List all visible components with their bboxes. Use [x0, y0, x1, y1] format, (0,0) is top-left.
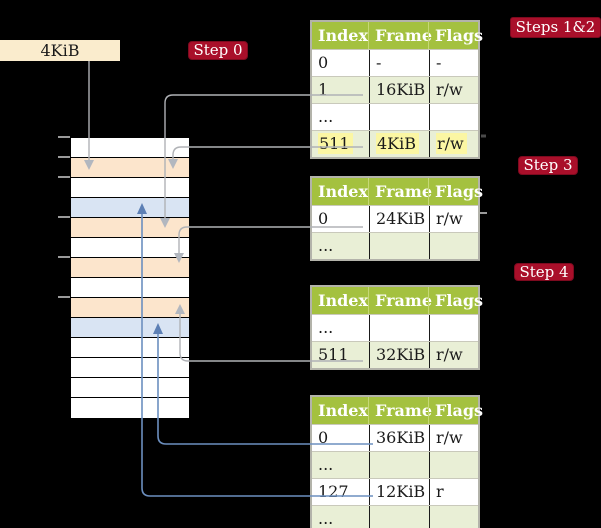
cell-frame: 36KiB: [369, 425, 429, 451]
table-header-row: Index Frame Flags: [312, 178, 483, 205]
table-header-row: Index Frame Flags: [312, 22, 483, 49]
memory-row-3: [71, 198, 189, 218]
column-header-index: Index: [318, 401, 369, 420]
table-row: ...: [312, 314, 478, 341]
cell-index: ...: [318, 318, 334, 337]
table-row: ...: [312, 232, 478, 259]
cell-index: ...: [318, 107, 334, 126]
cell-frame: -: [369, 50, 429, 76]
memory-row-0: [71, 138, 189, 158]
cell-index: 127: [318, 482, 349, 501]
cell-index: ...: [318, 236, 334, 255]
cell-frame: [369, 452, 429, 478]
table-row: ...: [312, 451, 478, 478]
cell-frame: 16KiB: [369, 77, 429, 103]
cell-index: ...: [318, 509, 334, 528]
column-header-index: Index: [318, 182, 369, 201]
column-header-frame: Frame: [368, 397, 432, 424]
column-header-flags: Flags: [428, 397, 483, 424]
frame-size-label-box: 4KiB: [0, 40, 120, 61]
memory-tick: [58, 216, 70, 218]
memory-row-2: [71, 178, 189, 198]
cell-frame: [369, 506, 429, 528]
memory-tick: [58, 256, 70, 258]
memory-row-13: [71, 398, 189, 418]
column-header-flags: Flags: [428, 287, 483, 314]
badge-step-4: Step 4: [514, 263, 574, 281]
memory-row-8: [71, 298, 189, 318]
column-header-index: Index: [318, 26, 369, 45]
column-header-flags: Flags: [428, 178, 483, 205]
memory-row-5: [71, 238, 189, 258]
table-header-row: Index Frame Flags: [312, 397, 483, 424]
memory-column: [70, 137, 190, 418]
memory-row-1: [71, 158, 189, 178]
cell-index: 0: [318, 428, 329, 447]
table-row: 1 16KiB r/w: [312, 76, 478, 103]
memory-row-11: [71, 358, 189, 378]
column-header-frame: Frame: [368, 22, 432, 49]
cell-index: 511: [318, 345, 349, 364]
column-header-frame: Frame: [368, 178, 432, 205]
cell-flags: r/w: [429, 206, 478, 232]
cell-flags: r: [429, 479, 478, 505]
table-row-highlighted: 511 4KiB r/w: [312, 130, 478, 157]
cell-flags: r/w: [429, 342, 478, 368]
cell-flags: r/w: [429, 131, 478, 157]
memory-tick: [58, 176, 70, 178]
memory-row-9: [71, 318, 189, 338]
cell-flags: -: [429, 50, 478, 76]
memory-row-7: [71, 278, 189, 298]
cell-frame: [369, 104, 429, 130]
page-table-step-3: Index Frame Flags 0 24KiB r/w ...: [310, 176, 483, 261]
table-row: 511 32KiB r/w: [312, 341, 478, 368]
memory-row-12: [71, 378, 189, 398]
cell-frame: 32KiB: [369, 342, 429, 368]
cell-flags: [429, 506, 478, 528]
page-table-final: Index Frame Flags 0 36KiB r/w ... 127 12…: [310, 395, 483, 528]
column-header-index: Index: [318, 291, 369, 310]
cell-index: 0: [318, 209, 329, 228]
cell-frame: 12KiB: [369, 479, 429, 505]
badge-steps-1-2: Steps 1&2: [510, 17, 601, 38]
table-row: 0 24KiB r/w: [312, 205, 478, 232]
column-header-flags: Flags: [428, 22, 483, 49]
memory-tick: [58, 296, 70, 298]
badge-step-0: Step 0: [188, 41, 248, 60]
cell-flags: [429, 104, 478, 130]
cell-flags: r/w: [429, 425, 478, 451]
badge-step-3: Step 3: [518, 156, 578, 175]
table-row: ...: [312, 103, 478, 130]
cell-flags: [429, 315, 478, 341]
cell-index: 0: [318, 53, 329, 72]
cell-index: 1: [318, 80, 329, 99]
memory-row-4: [71, 218, 189, 238]
table-row: ...: [312, 505, 478, 528]
cell-index: 511: [312, 131, 369, 157]
page-table-steps-1-2: Index Frame Flags 0 - - 1 16KiB r/w ... …: [310, 20, 483, 159]
memory-tick: [58, 156, 70, 158]
table-row: 127 12KiB r: [312, 478, 478, 505]
memory-tick: [58, 136, 70, 138]
cell-frame: [369, 315, 429, 341]
cell-flags: [429, 452, 478, 478]
cell-frame: 4KiB: [369, 131, 429, 157]
memory-row-10: [71, 338, 189, 358]
cell-flags: r/w: [429, 77, 478, 103]
cell-frame: [369, 233, 429, 259]
table-header-row: Index Frame Flags: [312, 287, 483, 314]
cell-flags: [429, 233, 478, 259]
page-table-step-4: Index Frame Flags ... 511 32KiB r/w: [310, 285, 483, 370]
cell-index: ...: [318, 455, 334, 474]
memory-row-6: [71, 258, 189, 278]
cell-frame: 24KiB: [369, 206, 429, 232]
column-header-frame: Frame: [368, 287, 432, 314]
table-row: 0 - -: [312, 49, 478, 76]
table-row: 0 36KiB r/w: [312, 424, 478, 451]
